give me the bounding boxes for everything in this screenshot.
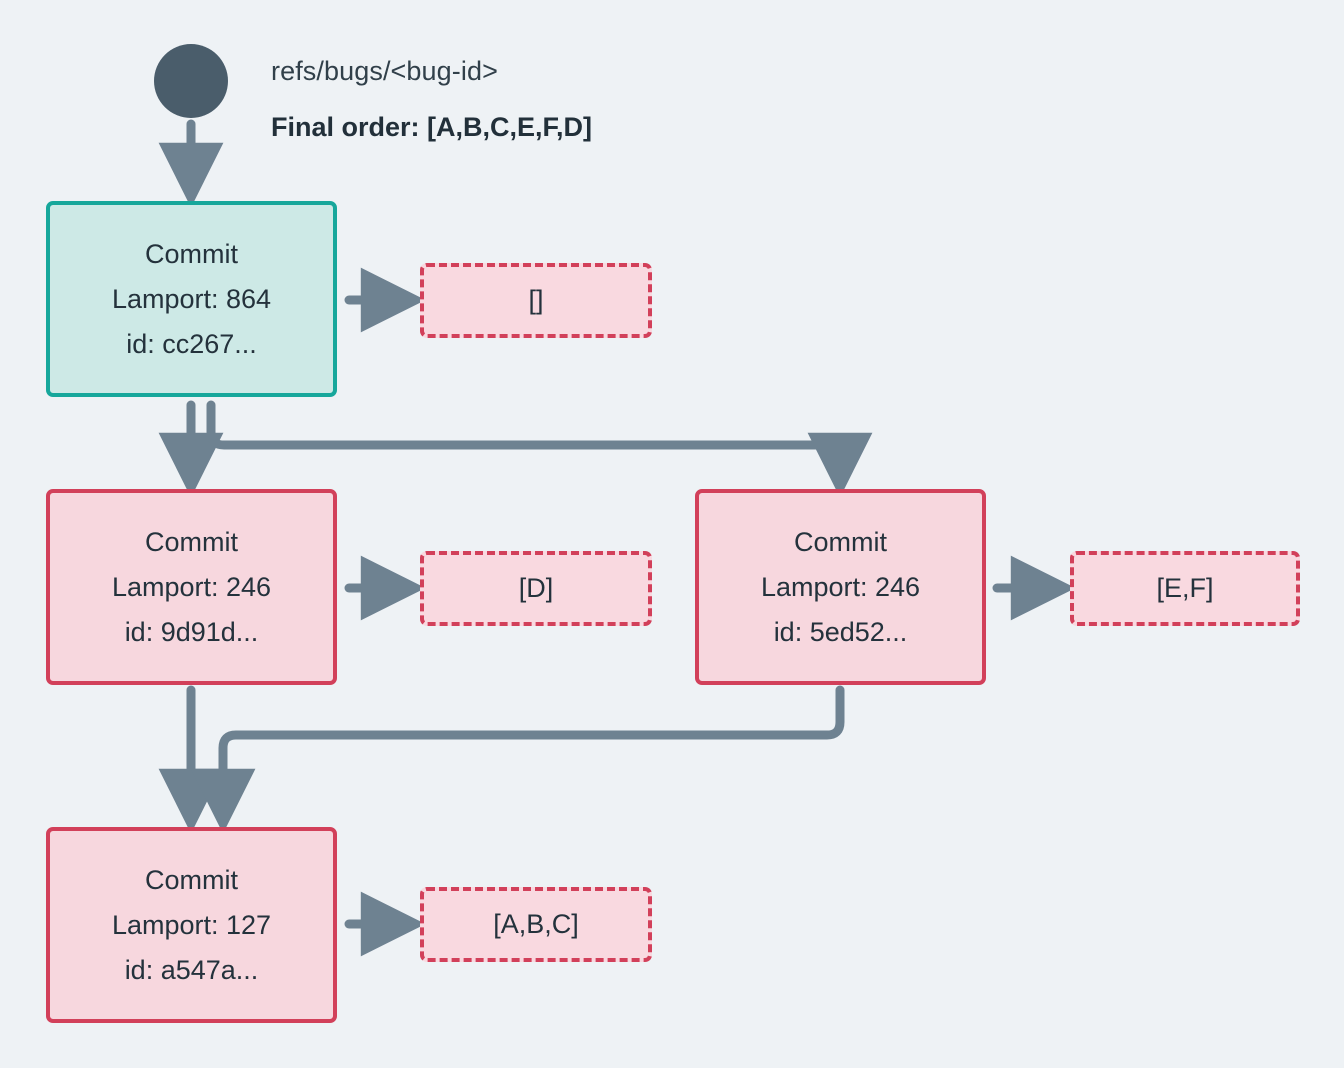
edge-5ed52-to-a547a (190, 685, 845, 834)
commit-title: Commit (145, 864, 238, 895)
ref-label: refs/bugs/<bug-id> (271, 56, 498, 86)
commit-title: Commit (145, 238, 238, 269)
commit-hash: id: 9d91d... (124, 616, 259, 647)
commit-title: Commit (794, 526, 887, 557)
operations-label: [] (528, 285, 544, 315)
operations-label: [E,F] (1156, 573, 1214, 603)
commit-title: Commit (145, 526, 238, 557)
commit-hash: id: cc267... (126, 328, 257, 359)
commit-hash: id: 5ed52... (773, 616, 908, 647)
commit-node-9d91d[interactable]: Commit Lamport: 246 id: 9d91d... (46, 489, 337, 685)
final-order-label: Final order: [A,B,C,E,F,D] (271, 112, 593, 142)
commit-hash: id: a547a... (124, 954, 259, 985)
root-ref-node[interactable] (154, 44, 228, 118)
operations-box-ef[interactable]: [E,F] (1070, 551, 1300, 626)
operations-box-d[interactable]: [D] (420, 551, 652, 626)
edge-cc267-to-5ed52 (206, 400, 873, 498)
operations-box-abc[interactable]: [A,B,C] (420, 887, 652, 962)
operations-label: [A,B,C] (493, 909, 579, 939)
commit-node-cc267[interactable]: Commit Lamport: 864 id: cc267... (46, 201, 337, 397)
commit-lamport: Lamport: 864 (111, 283, 272, 314)
commit-lamport: Lamport: 127 (111, 909, 272, 940)
operations-label: [D] (518, 573, 554, 603)
commit-node-5ed52[interactable]: Commit Lamport: 246 id: 5ed52... (695, 489, 986, 685)
commit-lamport: Lamport: 246 (760, 571, 921, 602)
operations-box-empty[interactable]: [] (420, 263, 652, 338)
commit-node-a547a[interactable]: Commit Lamport: 127 id: a547a... (46, 827, 337, 1023)
commit-lamport: Lamport: 246 (111, 571, 272, 602)
